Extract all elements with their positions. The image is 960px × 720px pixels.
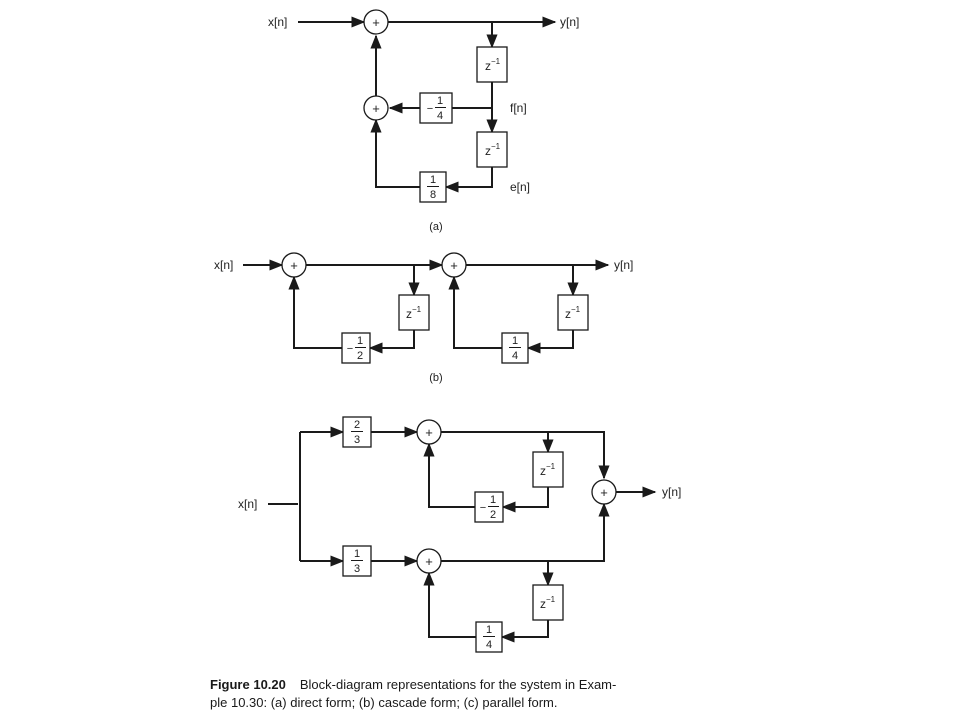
b-label-y: y[n]: [614, 258, 633, 272]
c-fb-top-num: 1: [490, 494, 496, 506]
caption-text-1: Block-diagram representations for the sy…: [299, 677, 617, 692]
a-label-y: y[n]: [560, 15, 579, 29]
a-label-e: e[n]: [510, 180, 530, 194]
b-delay1-to-gain1-wire: [368, 330, 415, 354]
c-top-delay-to-gain-wire: [501, 487, 549, 513]
b-caption: (b): [429, 372, 442, 384]
a-gain-2-den: 8: [430, 189, 436, 201]
c-top-to-output-adder-wire: [441, 431, 610, 480]
panel-b-cascade-form: + + z−1 z−1 − 1 2 1 4 x[n] y[n] (b): [214, 252, 633, 384]
figure-caption: Figure 10.20 Block-diagram representation…: [210, 676, 910, 712]
a-label-f: f[n]: [510, 101, 527, 115]
b-delay2-to-gain2-wire: [526, 330, 574, 354]
b-gain-1-den: 2: [357, 350, 363, 362]
a-adder-2-plus: +: [372, 101, 380, 116]
c-bot-to-output-adder-wire: [441, 502, 610, 562]
figure-number: Figure 10.20: [210, 677, 286, 692]
a-gain-1-num: 1: [437, 95, 443, 107]
a-gain-1-den: 4: [437, 110, 443, 122]
b-label-x: x[n]: [214, 258, 233, 272]
c-adder-output: [591, 479, 617, 505]
c-adder-top: [416, 419, 442, 445]
a-gain-1-sign: −: [427, 103, 433, 115]
c-gain-top-num: 2: [354, 419, 360, 431]
a-adder-1: [363, 9, 389, 35]
c-fb-top-den: 2: [490, 509, 496, 521]
c-delay-bot-label: z−1: [540, 595, 556, 611]
c-gain-bot-num: 1: [354, 548, 360, 560]
c-adder-output-plus: +: [600, 485, 608, 500]
a-adder-2: [363, 95, 389, 121]
a-label-x: x[n]: [268, 15, 287, 29]
b-delay-1-label: z−1: [406, 305, 422, 321]
a-adder-1-plus: +: [372, 15, 380, 30]
c-delay-bot: [532, 584, 564, 621]
a-delay-2-label: z−1: [485, 142, 501, 158]
c-top-gain-to-adder-wire: [423, 442, 475, 508]
panel-c-parallel-form: + + + z−1 z−1 2 3 1 3 − 1 2 1 4 x[n] y[n…: [238, 416, 681, 653]
c-adder-top-plus: +: [425, 425, 433, 440]
c-delay-top-label: z−1: [540, 462, 556, 478]
c-adder-bot: [416, 548, 442, 574]
b-adder-1: [281, 252, 307, 278]
a-delay-1: [476, 46, 508, 83]
b-adder-2-plus: +: [450, 258, 458, 273]
b-delay-2-label: z−1: [565, 305, 581, 321]
a-gain-2-num: 1: [430, 174, 436, 186]
b-gain-2-box: [501, 332, 529, 364]
b-gain-1-sign: −: [347, 343, 353, 355]
b-gain1-to-adder1-wire: [288, 275, 342, 349]
caption-text-2: ple 10.30: (a) direct form; (b) cascade …: [210, 695, 558, 710]
a-e-to-gain2-wire: [444, 167, 493, 193]
c-label-y: y[n]: [662, 485, 681, 499]
b-gain-2-den: 4: [512, 350, 518, 362]
c-fb-bot-num: 1: [486, 624, 492, 636]
c-fb-top-sign: −: [480, 502, 486, 514]
b-gain2-to-adder2-wire: [448, 275, 502, 349]
b-delay-2: [557, 294, 589, 331]
a-caption: (a): [429, 221, 442, 233]
a-delay-1-label: z−1: [485, 57, 501, 73]
c-delay-top: [532, 451, 564, 488]
b-gain-2-num: 1: [512, 335, 518, 347]
c-adder-bot-plus: +: [425, 554, 433, 569]
b-gain-1-num: 1: [357, 335, 363, 347]
a-delay-2: [476, 131, 508, 168]
c-gain-top-den: 3: [354, 434, 360, 446]
panel-a-direct-form: + + z−1 z−1 − 1 4 1 8 x[n] y[n] f[n] e[n…: [268, 9, 579, 233]
a-gain2-to-sum2-wire: [370, 118, 420, 188]
c-gain-bot-den: 3: [354, 563, 360, 575]
b-delay-1: [398, 294, 430, 331]
c-bot-gain-to-adder-wire: [423, 571, 476, 638]
block-diagram-figure: + + z−1 z−1 − 1 4 1 8 x[n] y[n] f[n] e[n…: [214, 9, 681, 653]
c-fb-bot-den: 4: [486, 639, 492, 651]
c-bot-delay-to-gain-wire: [500, 620, 549, 643]
c-label-x: x[n]: [238, 497, 257, 511]
caption-line-1: Figure 10.20 Block-diagram representation…: [210, 676, 910, 694]
b-adder-1-plus: +: [290, 258, 298, 273]
b-adder-2: [441, 252, 467, 278]
